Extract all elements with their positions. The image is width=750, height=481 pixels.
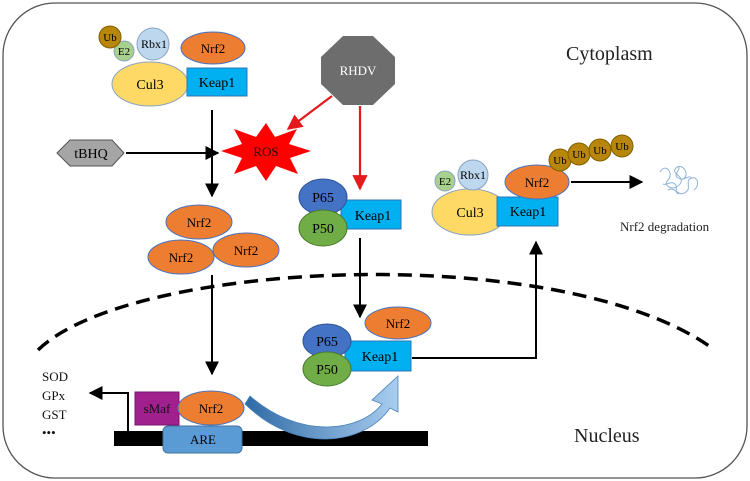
ros-burst: ROS	[221, 123, 311, 181]
ub-chain-4-label: Ub	[615, 141, 629, 153]
p65-p50-keap1-cytoplasm: Keap1 P65 P50	[298, 178, 402, 247]
keap1-box-2	[340, 199, 402, 230]
p50-label-2: P50	[316, 363, 338, 378]
cul3-label: Cul3	[136, 78, 163, 93]
rbx1-node	[136, 27, 170, 61]
gene-gpx: GPx	[42, 388, 66, 403]
arrow-transcription	[88, 386, 129, 431]
keap1-label-4: Keap1	[510, 205, 547, 220]
nuclear-envelope	[36, 272, 714, 352]
nrf2-free-1-label: Nrf2	[187, 215, 212, 230]
degradation-label: Nrf2 degradation	[620, 219, 710, 234]
cytoplasm-label: Cytoplasm	[566, 43, 653, 65]
gene-gst: GST	[42, 407, 67, 422]
gene-more: •••	[42, 425, 56, 440]
rhdv-label: RHDV	[340, 63, 377, 78]
nrf2-on-are-label: Nrf2	[199, 401, 224, 416]
e2-label: E2	[118, 46, 130, 58]
keap1-label: Keap1	[199, 76, 236, 91]
keap1-label-2: Keap1	[355, 209, 392, 224]
keap1-label-3: Keap1	[362, 350, 399, 365]
smaf-label: sMaf	[144, 401, 171, 416]
are-label: ARE	[190, 432, 216, 447]
nrf2-free-1	[165, 204, 233, 240]
nrf2-free-3-label: Nrf2	[234, 243, 259, 258]
ub-chain-1-label: Ub	[553, 155, 567, 167]
nrf2-nuc-complex-label: Nrf2	[386, 316, 411, 331]
rbx1-node-2	[457, 159, 489, 191]
cul3-complex-right: Cul3 Keap1 Nrf2 Rbx1 E2 Ub Ub Ub Ub	[431, 134, 634, 236]
keap1-box	[186, 67, 248, 97]
p50-label: P50	[312, 222, 334, 237]
ros-label: ROS	[253, 144, 278, 159]
nrf2-label-2: Nrf2	[525, 175, 550, 190]
nrf2-free-2-label: Nrf2	[169, 250, 194, 265]
degraded-protein-icon	[659, 165, 699, 195]
ub-chain-2-label: Ub	[572, 149, 586, 161]
nrf2-node	[180, 31, 246, 65]
free-nrf2-cluster: Nrf2 Nrf2 Nrf2	[147, 204, 280, 275]
e2-node	[113, 40, 135, 62]
rhdv-virus: RHDV	[321, 36, 395, 105]
keap1-box-4	[496, 196, 559, 227]
p50-node-2	[302, 351, 352, 387]
ub-label: Ub	[103, 32, 117, 44]
cul3-label-2: Cul3	[456, 206, 483, 221]
rbx1-label-2: Rbx1	[460, 168, 486, 182]
dna-strand	[114, 431, 428, 446]
nrf2-free-2	[147, 239, 215, 275]
arrow-rhdv-to-ros	[286, 95, 333, 130]
are-element	[162, 425, 243, 454]
nrf2-nuc-complex	[364, 306, 432, 340]
tbhq-label: tBHQ	[74, 147, 107, 162]
nrf2-node-2	[504, 164, 570, 200]
tbhq-compound: tBHQ	[56, 139, 125, 167]
gene-sod: SOD	[42, 369, 68, 384]
p65-label: P65	[312, 191, 334, 206]
nrf2-label: Nrf2	[201, 41, 226, 56]
ub-chain-3	[588, 138, 612, 162]
p65-label-2: P65	[316, 335, 338, 350]
nrf2-on-are	[177, 390, 245, 426]
e2-label-2: E2	[439, 176, 451, 188]
p50-node	[298, 209, 348, 247]
keap1-box-3	[344, 340, 412, 372]
cul3-complex-top: Cul3 Keap1 Nrf2 Rbx1 E2 Ub	[98, 25, 248, 107]
p65-p50-keap1-nucleus: Nrf2 Keap1 P65 P50	[302, 306, 432, 387]
nrf2-free-3	[212, 232, 280, 268]
ub-chain-3-label: Ub	[593, 145, 607, 157]
curved-arrow-nrf2-to-keap1	[244, 375, 399, 440]
ub-node	[98, 25, 122, 49]
ub-chain-4	[610, 134, 634, 158]
arrow-export-to-cytoplasm	[412, 240, 543, 359]
e2-node-2	[434, 170, 456, 192]
rbx1-label: Rbx1	[141, 37, 167, 51]
nucleus-label: Nucleus	[574, 425, 640, 447]
